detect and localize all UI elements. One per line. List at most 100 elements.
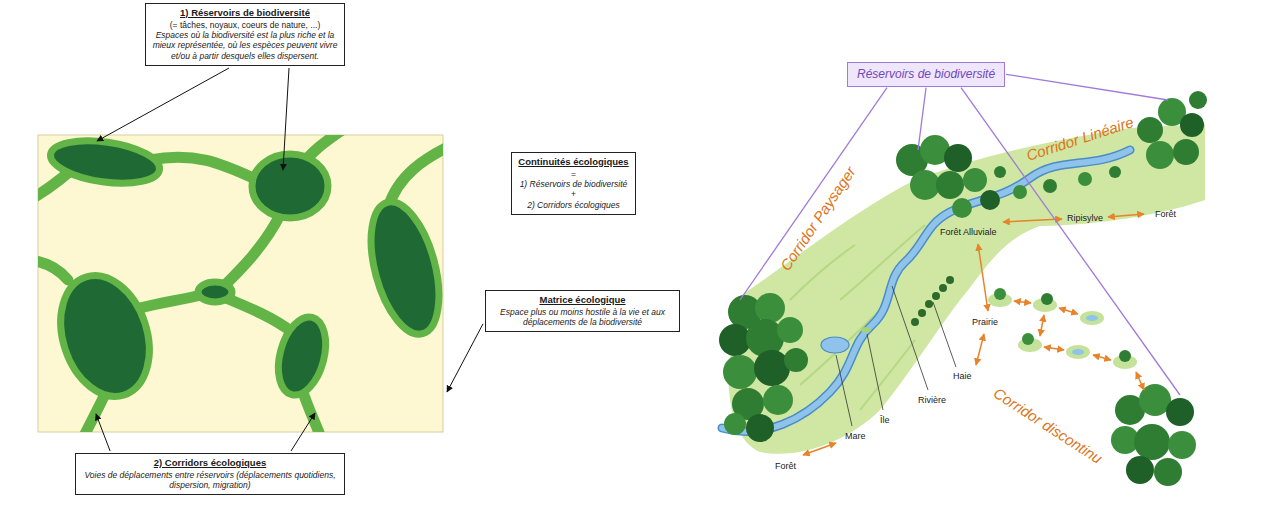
movement-arrow — [1014, 301, 1031, 303]
forest-top-right — [1189, 91, 1207, 109]
forest-bottom-right — [1154, 458, 1182, 486]
forest-alluvial — [980, 190, 1000, 210]
corridor-label: Corridor Paysager — [777, 163, 859, 274]
hedge — [946, 276, 954, 284]
node-text: + — [518, 189, 629, 199]
forest-bottom-left — [763, 385, 793, 415]
reservoir-patch — [46, 264, 164, 408]
stepping-stones — [1066, 345, 1090, 359]
corridor-band — [220, 215, 280, 290]
riparian-trees — [1078, 172, 1092, 186]
riparian-trees — [994, 166, 1006, 178]
stepping-stones — [1080, 311, 1104, 325]
reservoir-patch — [270, 312, 333, 401]
callout-arrows — [96, 68, 1180, 451]
place-label: Forêt Alluviale — [940, 227, 997, 237]
reservoir-patch — [46, 135, 443, 408]
island — [861, 327, 871, 333]
movement-arrow — [803, 214, 1144, 455]
movement-arrow — [1136, 372, 1144, 390]
forest-alluvial — [952, 198, 972, 218]
hedge — [911, 318, 919, 326]
forest-top-right — [1146, 141, 1174, 169]
hedge — [925, 300, 933, 308]
forest-bottom-left — [719, 293, 808, 442]
corridor-band — [82, 392, 106, 432]
reservoir-pointer — [918, 88, 926, 150]
forest-alluvial — [944, 144, 972, 172]
leader-line — [836, 286, 956, 426]
stepping-stones — [994, 288, 1006, 300]
callout-arrow — [291, 413, 315, 451]
movement-arrow — [976, 334, 984, 365]
movement-arrow — [1044, 347, 1064, 350]
node-text: 1) Réservoirs de biodiversité — [518, 179, 629, 189]
reservoir-tag: Réservoirs de biodiversité — [847, 62, 1005, 87]
field-stripe — [790, 225, 925, 410]
movement-arrow — [1108, 214, 1144, 217]
reservoir-pointer — [740, 88, 887, 300]
corridor-callout: 2) Corridors écologiquesVoies de déplace… — [75, 453, 345, 495]
reservoir-callout: 1) Réservoirs de biodiversité(= tâches, … — [145, 3, 345, 66]
place-label: Forêt — [1155, 209, 1176, 219]
stepping-stones — [1119, 350, 1131, 362]
leader-line — [892, 286, 928, 390]
node-text: Espace plus ou moins hostile à la vie et… — [492, 307, 673, 328]
stepping-stones — [1072, 349, 1084, 355]
leader-line — [867, 334, 883, 410]
node-heading: Continuités écologiques — [518, 156, 629, 168]
place-label: Rivière — [918, 395, 946, 405]
reservoir-patch — [252, 154, 328, 218]
forest-bottom-left — [777, 317, 803, 343]
forest-bottom-left — [724, 413, 746, 435]
landscape-illustration — [719, 91, 1207, 486]
forest-bottom-left — [755, 293, 785, 323]
matrix-callout: Matrice écologiqueEspace plus ou moins h… — [485, 290, 680, 332]
river — [722, 150, 1130, 431]
field-stripe — [860, 340, 915, 410]
forest-bottom-right — [1134, 424, 1170, 460]
forest-bottom-left — [754, 350, 790, 386]
node-text: Espaces où la biodiversité est la plus r… — [152, 30, 338, 61]
corridor-band — [226, 298, 292, 332]
riparian-trees — [1109, 166, 1121, 178]
corridor-band — [38, 135, 443, 432]
leader-line — [836, 355, 852, 426]
node-heading: Réservoirs de biodiversité — [857, 67, 995, 82]
leader-line — [933, 302, 956, 367]
movement-arrow — [978, 244, 988, 311]
place-label: Haie — [953, 371, 972, 381]
hedge — [939, 284, 947, 292]
stepping-stones — [988, 288, 1137, 369]
place-label: Ripisylve — [1067, 213, 1103, 223]
corridor-band — [38, 260, 68, 280]
forest-bottom-left — [746, 414, 774, 442]
ground — [729, 124, 1205, 454]
forest-top-right — [1173, 139, 1199, 165]
forest-alluvial — [910, 170, 940, 200]
node-text: = — [518, 169, 629, 179]
riparian-trees — [1013, 185, 1027, 199]
callout-arrow — [447, 324, 483, 392]
node-text: (= tâches, noyaux, coeurs de nature, ...… — [152, 20, 338, 30]
forest-alluvial — [963, 168, 987, 192]
riparian-trees — [1043, 179, 1057, 193]
stepping-stones — [1022, 333, 1034, 345]
callout-arrow — [96, 414, 110, 451]
corridor-band — [303, 392, 322, 432]
reservoir-patch — [48, 135, 162, 189]
forest-bottom-right — [1126, 456, 1154, 484]
node-text: 2) Corridors écologiques — [518, 200, 629, 210]
corridor-band — [150, 157, 262, 182]
riparian-trees — [994, 166, 1121, 199]
movement-arrow — [1003, 219, 1062, 222]
callout-arrow — [97, 68, 229, 141]
stepping-stones — [1041, 293, 1053, 305]
forest-bottom-right — [1166, 398, 1194, 426]
place-label: Forêt — [775, 461, 796, 471]
hedge — [911, 276, 954, 326]
forest-bottom-left — [723, 355, 757, 389]
reservoir-pointer — [961, 88, 1180, 395]
node-text: Voies de déplacements entre réservoirs (… — [82, 470, 338, 491]
